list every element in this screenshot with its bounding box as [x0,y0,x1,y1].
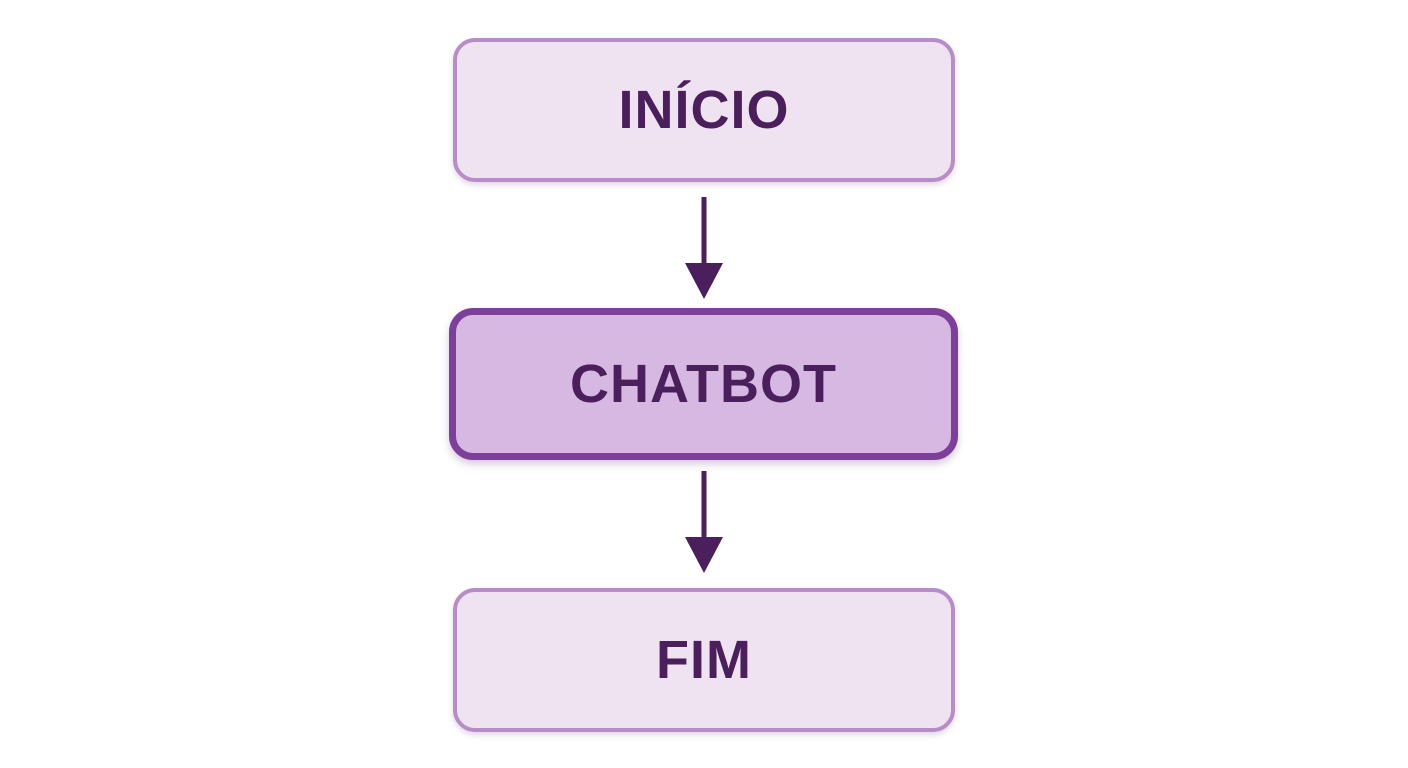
arrow-chatbot-to-fim [685,471,723,573]
node-inicio-label: INÍCIO [618,80,790,140]
node-chatbot: CHATBOT [449,308,958,460]
node-fim-label: FIM [656,630,752,690]
arrow-inicio-to-chatbot-head [685,263,723,299]
node-inicio: INÍCIO [453,38,955,182]
arrow-inicio-to-chatbot [685,197,723,299]
node-chatbot-label: CHATBOT [570,354,837,414]
arrow-chatbot-to-fim-head [685,537,723,573]
node-fim: FIM [453,588,955,732]
